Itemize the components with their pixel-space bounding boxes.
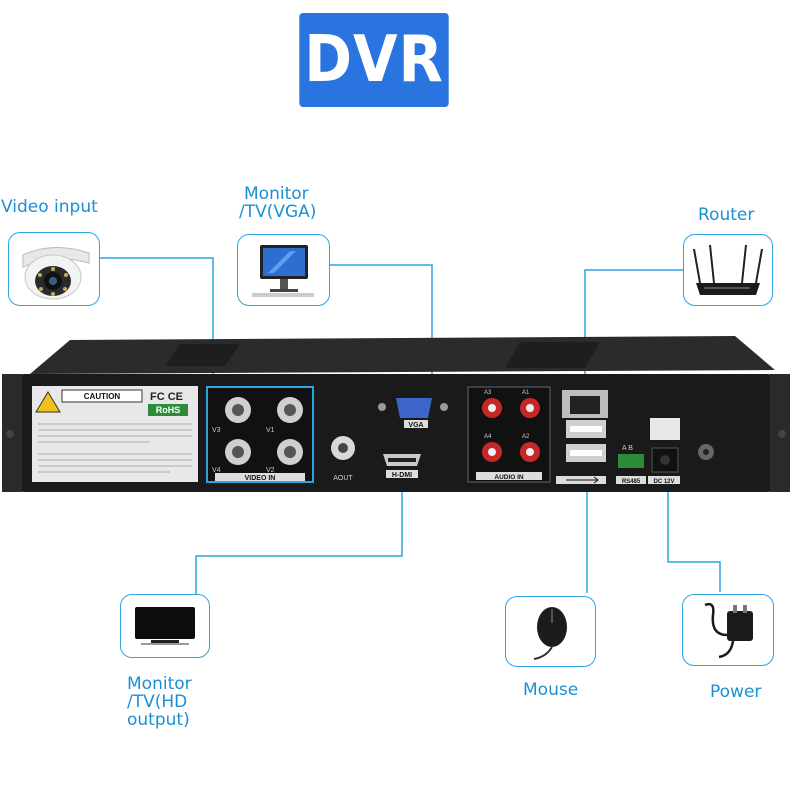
hdmi-label: H-DMI	[392, 472, 412, 479]
a2-label: A2	[522, 434, 530, 440]
v1-label: V1	[266, 427, 275, 434]
bnc-connectors	[225, 397, 303, 465]
dome-camera-icon	[22, 246, 90, 300]
rohs-mark: RoHS	[156, 405, 181, 415]
label-monitor-hd-3: output)	[127, 710, 190, 730]
warning-icon	[35, 391, 61, 413]
video-in-label: VIDEO IN	[245, 475, 276, 482]
power-adapter-icon	[704, 602, 753, 659]
ab-label: A B	[622, 445, 633, 452]
v4-label: V4	[212, 467, 221, 474]
router-icon	[693, 244, 763, 295]
label-router: Router	[698, 205, 755, 225]
vga-port	[396, 398, 432, 418]
router-card	[683, 234, 773, 306]
audio-in-block	[467, 386, 551, 483]
label-video-input: Video input	[1, 197, 98, 217]
tv-icon	[135, 607, 195, 645]
label-mouse: Mouse	[523, 680, 579, 700]
title-badge: DVR	[299, 13, 449, 107]
vga-label: VGA	[408, 422, 423, 429]
aout-label: AOUT	[333, 475, 353, 482]
label-monitor-hd-2: /TV(HD	[127, 692, 188, 712]
usb-icon	[566, 476, 599, 484]
line-hdmi	[195, 488, 403, 625]
rs485-terminal	[618, 454, 644, 468]
a3-label: A3	[484, 390, 492, 396]
dc-polarity-sticker	[650, 418, 680, 440]
audio-in-label: AUDIO IN	[494, 474, 524, 481]
mouse-card	[505, 596, 596, 667]
label-monitor-vga-2: /TV(VGA)	[239, 202, 317, 222]
v3-label: V3	[212, 427, 221, 434]
rca-connectors	[482, 398, 540, 462]
desktop-monitor-icon	[252, 245, 314, 297]
a1-label: A1	[522, 390, 530, 396]
power-card	[682, 594, 774, 666]
rs485-label: RS485	[622, 479, 641, 485]
monitor-vga-card	[237, 234, 330, 306]
dvr-back-panel: CAUTION FC CE RoHS V3 V1 V4 V2 VIDEO IN …	[2, 336, 790, 492]
label-monitor-hd-1: Monitor	[127, 674, 192, 694]
label-power: Power	[710, 682, 762, 702]
line-power	[667, 488, 721, 592]
caution-text: CAUTION	[84, 392, 121, 401]
label-monitor-vga-1: Monitor	[244, 184, 309, 204]
dc12v-label: DC 12V	[653, 479, 674, 485]
fcc-mark: FC CE	[150, 391, 183, 403]
monitor-hd-card	[120, 594, 210, 658]
v2-label: V2	[266, 467, 275, 474]
camera-card	[8, 232, 100, 306]
mouse-icon	[533, 607, 567, 660]
a4-label: A4	[484, 434, 492, 440]
